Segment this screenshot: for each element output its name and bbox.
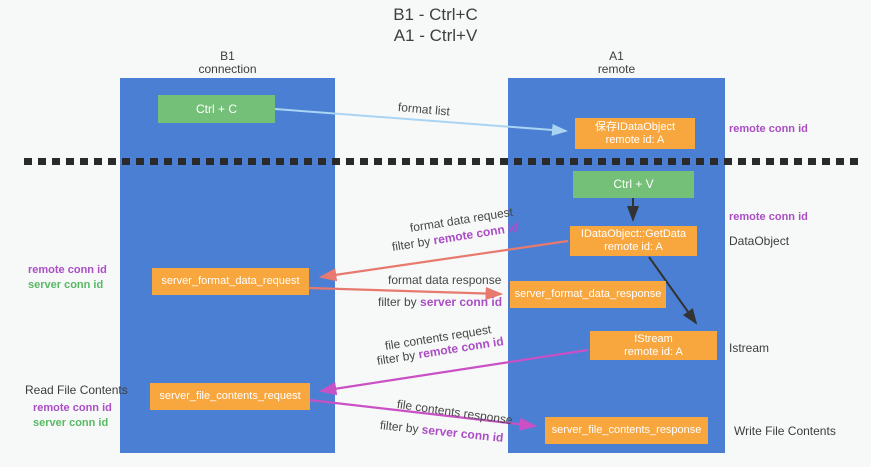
node-istream-line2: remote id: A	[624, 345, 683, 358]
filter-by-text: filter by	[390, 233, 435, 254]
node-server-file-contents-request: server_file_contents_request	[150, 383, 310, 410]
annotation-remote-conn-id-top: remote conn id	[729, 123, 808, 135]
title-line-2: A1 - Ctrl+V	[393, 26, 478, 45]
node-server-format-data-response: server_format_data_response	[510, 281, 666, 308]
filter-by-text: filter by	[375, 347, 420, 368]
node-server-format-data-request: server_format_data_request	[152, 268, 309, 295]
node-ctrl-c: Ctrl + C	[158, 95, 275, 123]
annotation-remote-conn-id-left1: remote conn id	[28, 264, 107, 276]
annotation-istream: Istream	[729, 341, 770, 355]
phase-divider-dashed-line	[24, 158, 862, 165]
title-line-1: B1 - Ctrl+C	[393, 5, 478, 24]
filter-by-text: filter by	[378, 295, 421, 309]
lane-b1-role: connection	[198, 62, 257, 76]
annotation-server-conn-id-left1: server conn id	[28, 279, 104, 291]
arrow-format-data-response	[308, 286, 504, 301]
flow-label-filter-server-1: filter by server conn id	[378, 295, 502, 309]
node-save-idataobject: 保存IDataObject remote id: A	[575, 118, 695, 149]
lane-header-a1: A1 remote	[508, 50, 725, 76]
node-server-file-contents-response: server_file_contents_response	[545, 417, 708, 444]
node-ctrl-v-label: Ctrl + V	[613, 177, 654, 191]
node-getdata-line1: IDataObject::GetData	[580, 228, 687, 240]
node-ctrl-c-label: Ctrl + C	[195, 101, 237, 116]
node-istream-line1: IStream	[634, 332, 673, 345]
node-format-request-label: server_format_data_request	[161, 275, 300, 287]
lane-a1-role: remote	[597, 62, 636, 76]
lane-b1-name: B1	[220, 49, 235, 63]
annotation-remote-conn-id-left2: remote conn id	[33, 402, 112, 414]
node-istream: IStream remote id: A	[590, 331, 717, 360]
filter-by-text: filter by	[379, 418, 423, 437]
node-file-response-label: server_file_contents_response	[551, 424, 702, 436]
lane-a1-name: A1	[609, 49, 624, 63]
filter-server-conn-id: server conn id	[420, 295, 503, 309]
node-getdata-line2: remote id: A	[604, 241, 663, 253]
node-idataobject-getdata: IDataObject::GetData remote id: A	[570, 226, 697, 256]
annotation-read-file-contents: Read File Contents	[25, 383, 128, 397]
node-file-request-label: server_file_contents_request	[159, 390, 301, 402]
node-save-idataobject-line1: 保存IDataObject	[594, 120, 676, 133]
diagram-title: B1 - Ctrl+C A1 - Ctrl+V	[0, 4, 871, 46]
annotation-dataobject: DataObject	[729, 234, 790, 248]
flow-label-format-data-response: format data response	[388, 273, 502, 287]
node-format-response-label: server_format_data_response	[514, 288, 662, 300]
annotation-write-file-contents: Write File Contents	[734, 424, 836, 438]
annotation-server-conn-id-left2: server conn id	[33, 417, 109, 429]
lane-header-b1: B1 connection	[120, 50, 335, 76]
node-ctrl-v: Ctrl + V	[573, 171, 694, 198]
annotation-remote-conn-id-mid: remote conn id	[729, 211, 808, 223]
filter-server-conn-id: server conn id	[421, 422, 505, 445]
flow-label-format-list: format list	[397, 100, 451, 119]
node-save-idataobject-line2: remote id: A	[605, 133, 665, 146]
